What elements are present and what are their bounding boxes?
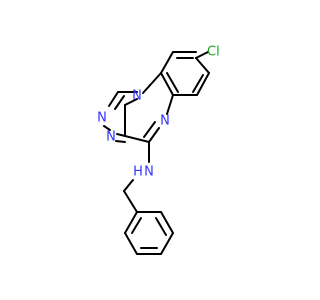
atom-n-triazole-1: N (97, 111, 107, 126)
atom-n-amine: N (144, 165, 154, 180)
bond-c9b-n-bridge (124, 98, 138, 106)
bond-c9a-c9 (160, 51, 174, 74)
bond-n2-n3 (103, 125, 111, 131)
bond-c8-c7 (195, 57, 210, 74)
bond-c9a-n-bridge (142, 72, 162, 94)
bond-c5a-c9a-double (166, 72, 179, 93)
bond-ph2-ph3 (160, 211, 174, 234)
bond-c5a-c9a (160, 72, 174, 96)
bond-ph6-ph1-double (131, 217, 142, 234)
bond-ph5-ph6 (124, 232, 138, 255)
bond-c5a-n-pyrazine (166, 94, 174, 115)
atom-h-amine: H (133, 165, 143, 180)
bond-n-pyrazine-c4 (148, 127, 160, 143)
molecule-structure: Cl N N N N N H (97, 45, 220, 255)
atom-n-triazole-2: N (106, 130, 116, 145)
bond-c7-c6-double (192, 74, 204, 93)
atom-chlorine: Cl (207, 45, 220, 60)
bond-cl-c8 (195, 51, 209, 59)
atom-labels: Cl N N N N N H (97, 45, 220, 180)
bond-c7-c6 (196, 72, 210, 96)
atom-n-pyrazine: N (160, 114, 170, 129)
structure-canvas: Cl N N N N N H (97, 44, 220, 255)
bond-c4-c3a (124, 135, 150, 143)
bond-ph6-ph1 (124, 211, 138, 234)
bond-ch2-phenyl (123, 190, 138, 213)
bond-n3-c3a (116, 133, 126, 137)
bond-ph3-ph4 (160, 232, 174, 255)
bond-n-pyrazine-c4-double (143, 121, 156, 138)
bond-n-amine-ch2 (123, 179, 134, 192)
bond-c1-n2-double (114, 95, 125, 110)
atom-n-bridge: N (132, 89, 142, 104)
bonds (103, 51, 210, 255)
bond-c1-n2 (108, 91, 119, 107)
bond-ph2-ph3-double (155, 217, 167, 236)
bond-n3-c3a-double (115, 140, 126, 143)
